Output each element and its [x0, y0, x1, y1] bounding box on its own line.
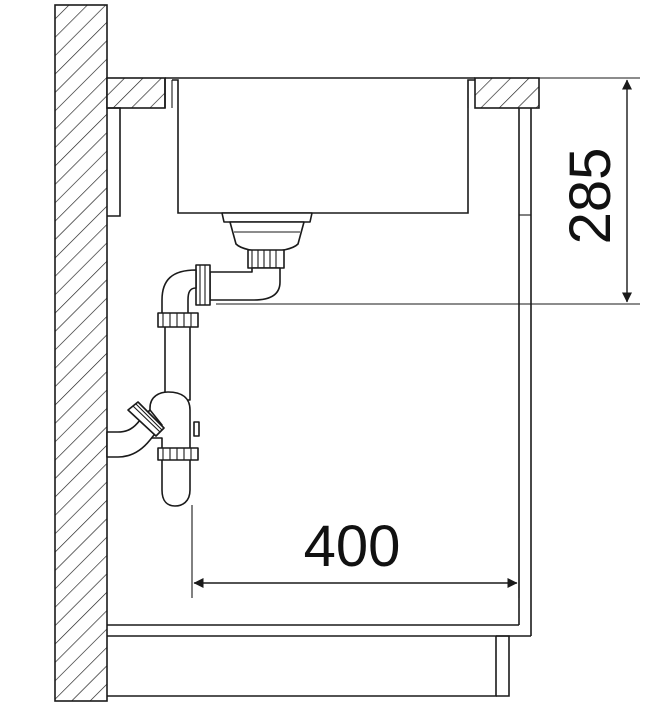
countertop-left	[106, 77, 166, 109]
sink-drain	[221, 212, 313, 269]
standpipe	[157, 312, 199, 401]
cabinet	[107, 107, 532, 697]
side-outlet	[106, 401, 165, 458]
height-dimension: 285	[216, 77, 640, 305]
countertop	[106, 77, 540, 109]
countertop-right	[474, 77, 540, 109]
sink-bowl	[164, 77, 475, 214]
height-dimension-label: 285	[558, 148, 623, 245]
width-dimension-label: 400	[304, 514, 401, 579]
bottle-trap	[149, 391, 200, 507]
wall	[54, 4, 108, 702]
width-dimension: 400	[191, 505, 520, 598]
outlet-pipe	[161, 264, 281, 317]
